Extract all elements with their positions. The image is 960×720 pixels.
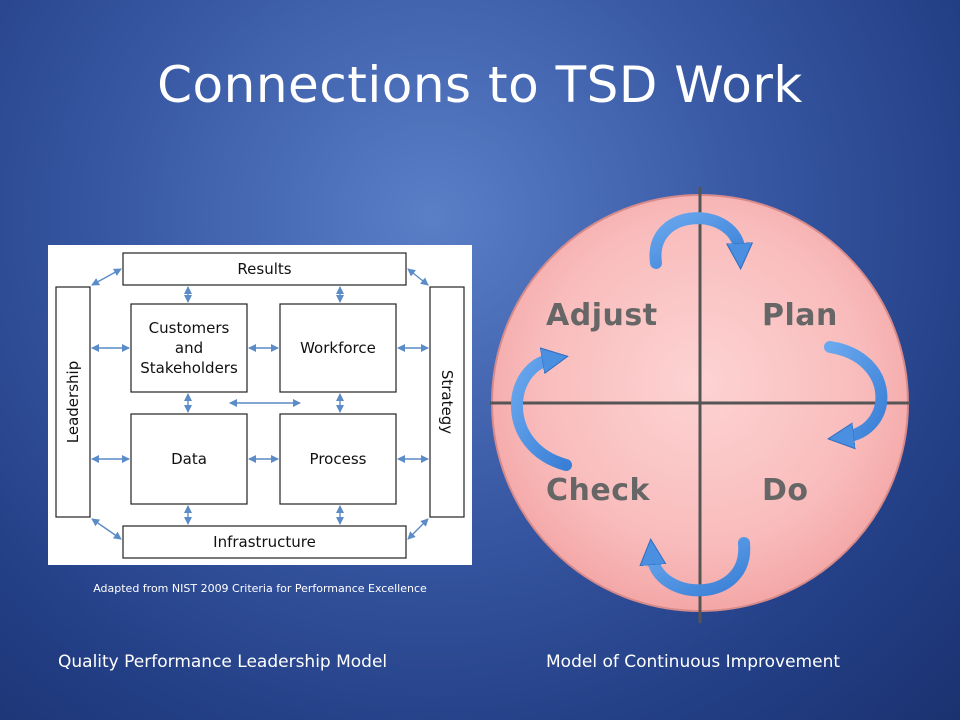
infrastructure-box — [122, 525, 407, 559]
leadership-label: Leadership — [64, 360, 82, 444]
infrastructure-label: Infrastructure — [213, 533, 316, 551]
data-label: Data — [171, 450, 207, 468]
right-caption: Model of Continuous Improvement — [546, 652, 841, 672]
arrow-adjust-to-plan — [649, 212, 740, 263]
process-box — [279, 413, 397, 505]
customers-box — [130, 303, 248, 393]
leadership-box — [55, 286, 91, 518]
leadership-model-diagram: Results Infrastructure Customers and Sta… — [48, 245, 472, 565]
strategy-box — [429, 286, 465, 518]
arrow-check-to-adjust — [511, 359, 572, 471]
check-label: Check — [546, 473, 650, 508]
leadership-model-lines — [55, 252, 465, 559]
do-label: Do — [762, 473, 809, 508]
page-title: Connections to TSD Work — [157, 56, 803, 114]
strategy-label: Strategy — [438, 369, 456, 435]
customers-label: Customers and Stakeholders — [140, 319, 238, 377]
plan-label: Plan — [762, 298, 838, 333]
arrow-plan-to-do — [824, 341, 888, 437]
data-box — [130, 413, 248, 505]
adjust-label: Adjust — [546, 298, 658, 333]
pdca-diagram: Adjust Plan Check Do — [488, 185, 912, 625]
pdca-graphic — [490, 187, 910, 623]
results-box — [122, 252, 407, 286]
arrow-do-to-check — [652, 537, 751, 597]
workforce-box — [279, 303, 397, 393]
process-label: Process — [309, 450, 367, 468]
results-label: Results — [237, 260, 292, 278]
source-note: Adapted from NIST 2009 Criteria for Perf… — [93, 582, 427, 595]
workforce-label: Workforce — [300, 339, 376, 357]
left-caption: Quality Performance Leadership Model — [58, 652, 388, 672]
